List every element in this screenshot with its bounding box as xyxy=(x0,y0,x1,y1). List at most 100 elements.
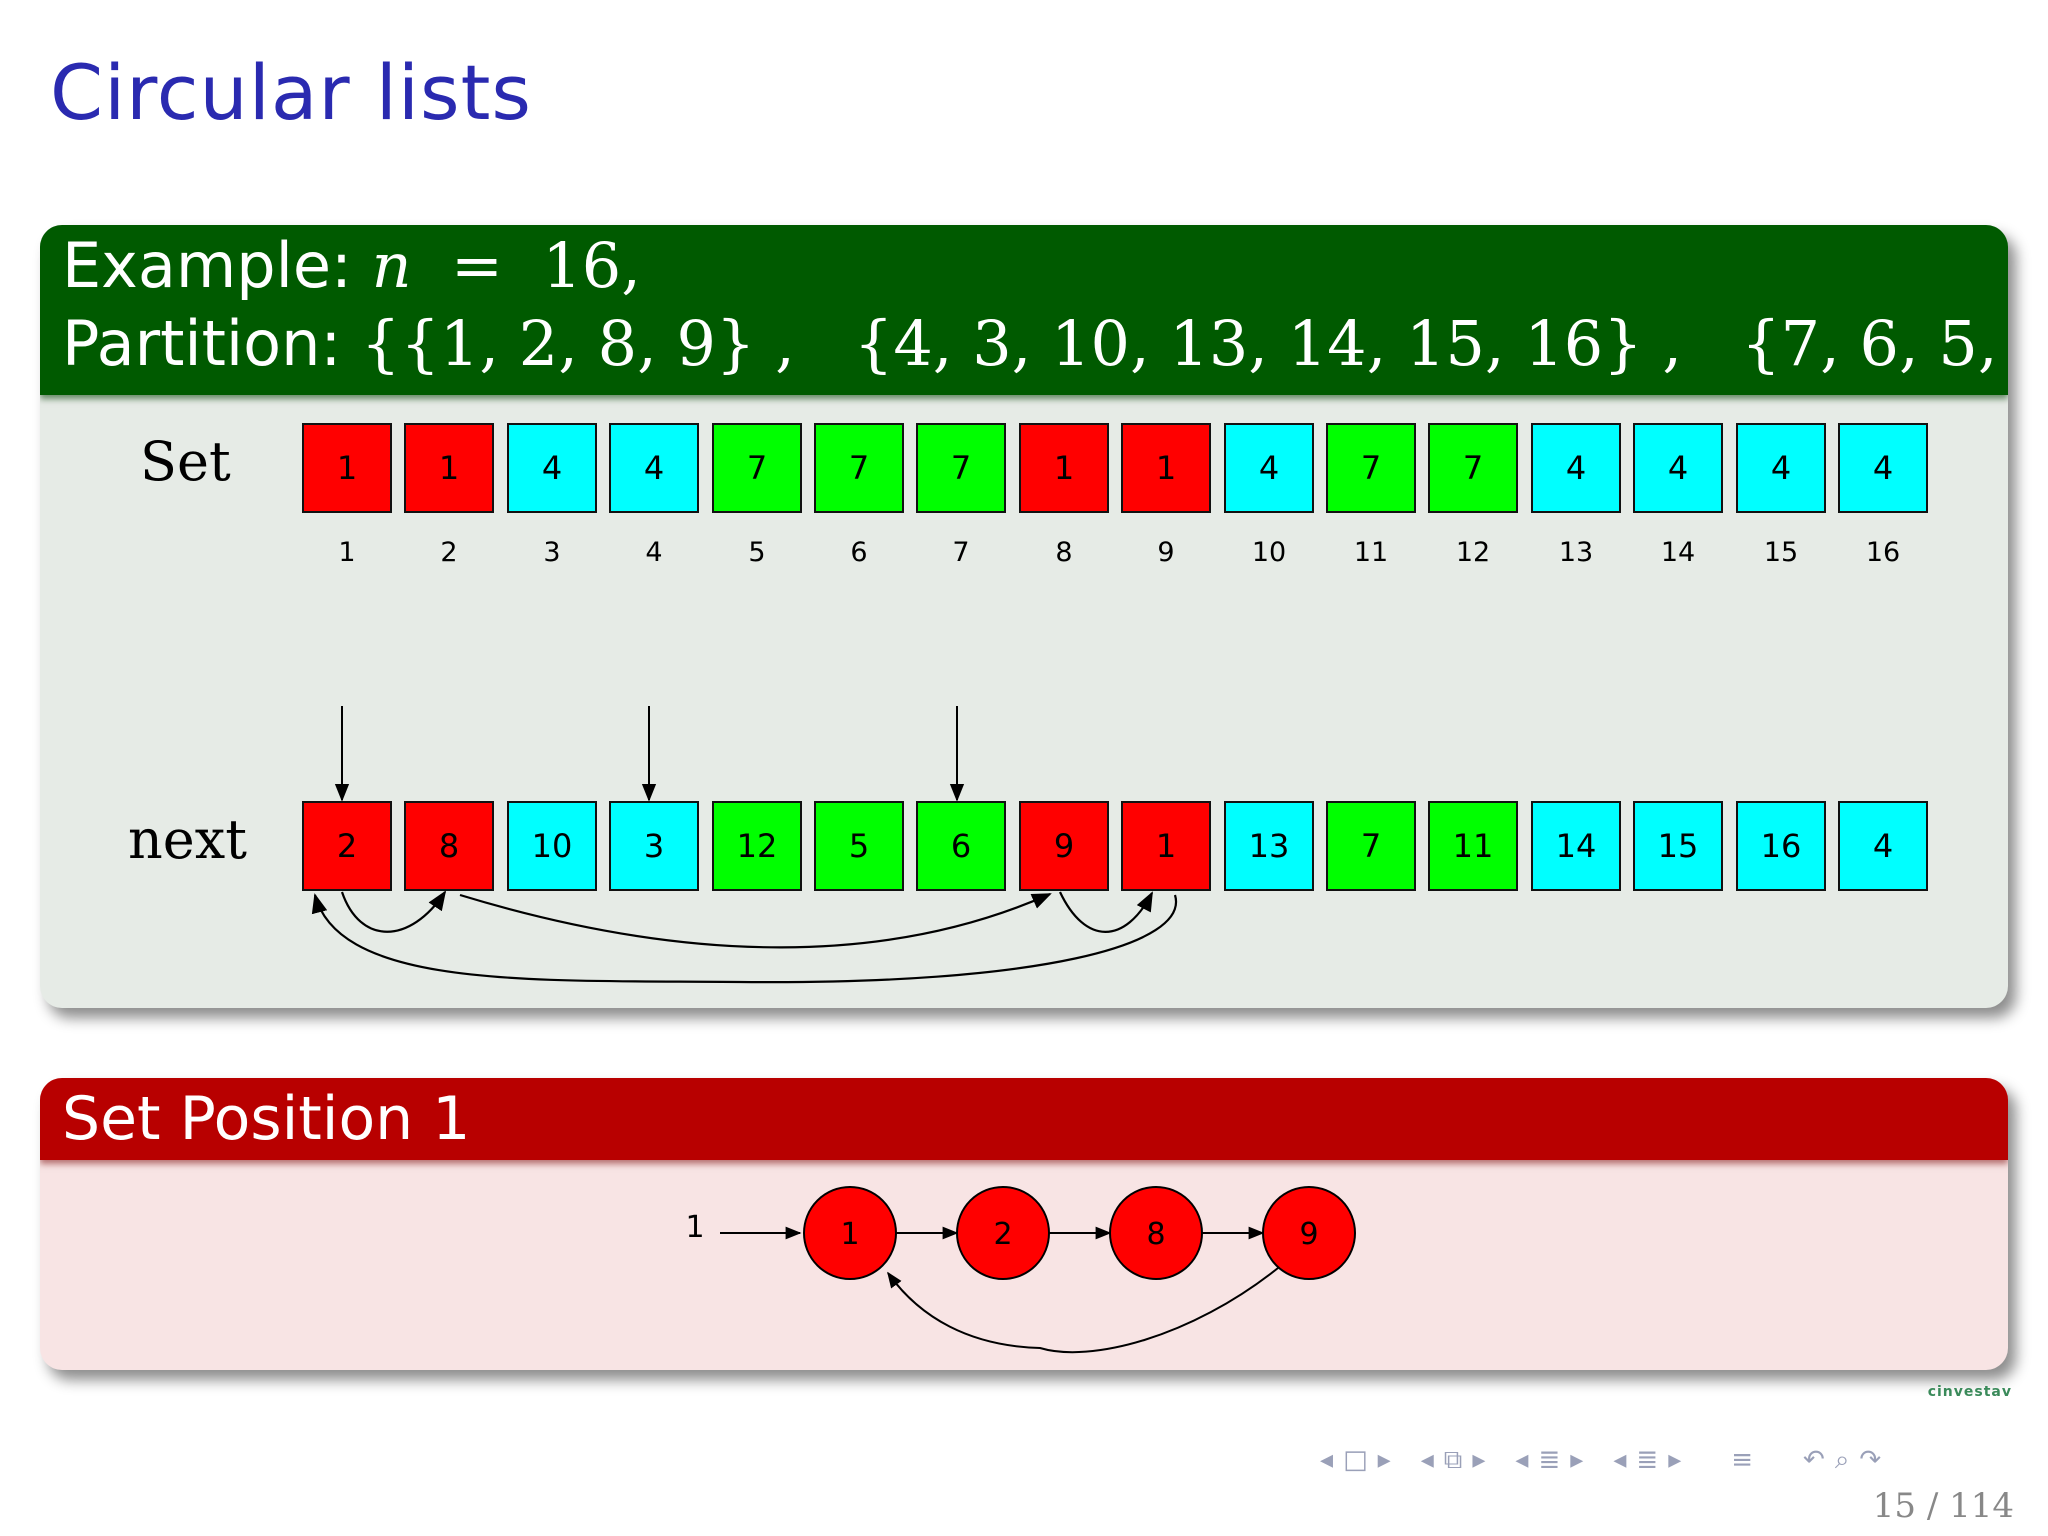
list-node-label: 9 xyxy=(1299,1217,1318,1252)
set-cell: 7 xyxy=(1326,423,1416,513)
slide-title: Circular lists xyxy=(50,48,533,137)
example-prefix: Example: xyxy=(62,229,352,302)
subsection-icon[interactable]: ≣ xyxy=(1636,1445,1659,1475)
example-line: Example: n = 16, xyxy=(62,229,641,302)
n-expression: n = 16, xyxy=(372,229,641,302)
index-label: 7 xyxy=(952,537,970,568)
set-cell: 4 xyxy=(1736,423,1826,513)
partition-prefix: Partition: xyxy=(62,307,342,380)
page-number: 15 / 114 xyxy=(1873,1486,2014,1526)
next-cell: 3 xyxy=(609,801,699,891)
list-node xyxy=(1262,1186,1356,1280)
page-current: 15 xyxy=(1872,1486,1916,1526)
section-icon[interactable]: ≣ xyxy=(1538,1445,1561,1475)
set-row-label: Set xyxy=(140,430,231,493)
set-cell: 1 xyxy=(302,423,392,513)
set-cell: 4 xyxy=(609,423,699,513)
set-cell: 1 xyxy=(404,423,494,513)
next-cell: 6 xyxy=(916,801,1006,891)
index-label: 11 xyxy=(1353,537,1389,568)
align-icon[interactable]: ≡ xyxy=(1731,1445,1754,1475)
frames-icon[interactable]: ⧉ xyxy=(1443,1444,1463,1475)
index-label: 2 xyxy=(440,537,458,568)
search-icon[interactable]: ⌕ xyxy=(1834,1444,1850,1475)
example-block: Example: n = 16, Partition: {{1, 2, 8, 9… xyxy=(40,225,2008,1008)
set-cell: 4 xyxy=(1633,423,1723,513)
next-cell: 12 xyxy=(712,801,802,891)
link-arrow-1-to-2 xyxy=(340,890,447,933)
index-label: 16 xyxy=(1865,537,1901,568)
set-position-header: Set Position 1 xyxy=(40,1078,2008,1160)
next-cell: 15 xyxy=(1633,801,1723,891)
link-arrow-9-to-1 xyxy=(311,893,1178,984)
set-position-title: Set Position 1 xyxy=(62,1084,471,1154)
partition-line: Partition: {{1, 2, 8, 9} , {4, 3, 10, 13… xyxy=(62,307,2008,380)
arrow-right-icon[interactable]: ▸ xyxy=(1570,1445,1584,1475)
set-cell: 4 xyxy=(1838,423,1928,513)
arrow-left-icon[interactable]: ◂ xyxy=(1420,1445,1434,1475)
set-cell: 1 xyxy=(1121,423,1211,513)
circular-list-diagram: 1 1 2 8 9 xyxy=(685,1186,1356,1354)
arrow-left-icon[interactable]: ◂ xyxy=(1515,1445,1529,1475)
set-cell: 1 xyxy=(1019,423,1109,513)
index-label: 1 xyxy=(338,537,356,568)
partition-sets: {{1, 2, 8, 9} , {4, 3, 10, 13, 14, 15, 1… xyxy=(361,307,2008,380)
example-block-header: Example: n = 16, Partition: {{1, 2, 8, 9… xyxy=(40,225,2008,395)
set-cell: 4 xyxy=(1224,423,1314,513)
set-cell: 7 xyxy=(712,423,802,513)
n-variable: n xyxy=(371,229,412,302)
index-label: 9 xyxy=(1157,537,1175,568)
set-cell: 7 xyxy=(1428,423,1518,513)
page-total: 114 xyxy=(1949,1486,2014,1526)
index-label: 13 xyxy=(1558,537,1594,568)
arrow-left-icon[interactable]: ◂ xyxy=(1613,1445,1627,1475)
next-cell: 2 xyxy=(302,801,392,891)
index-label: 3 xyxy=(543,537,561,568)
arrow-right-icon[interactable]: ▸ xyxy=(1668,1445,1682,1475)
arrow-left-icon[interactable]: ◂ xyxy=(1320,1445,1334,1475)
undo-icon[interactable]: ↶ xyxy=(1803,1445,1825,1475)
next-cell: 11 xyxy=(1428,801,1518,891)
arrow-right-icon[interactable]: ▸ xyxy=(1472,1445,1486,1475)
list-node-label: 1 xyxy=(840,1217,859,1252)
index-label: 4 xyxy=(645,537,663,568)
next-cell: 13 xyxy=(1224,801,1314,891)
list-node-label: 8 xyxy=(1146,1217,1165,1252)
next-cell: 9 xyxy=(1019,801,1109,891)
list-nodes: 1 2 8 9 xyxy=(803,1186,1356,1280)
index-label: 6 xyxy=(850,537,868,568)
list-node-label: 2 xyxy=(993,1217,1012,1252)
link-arrow-2-to-8 xyxy=(459,892,1052,949)
next-cell: 14 xyxy=(1531,801,1621,891)
wrap-around-arrow xyxy=(887,1267,1279,1354)
next-cell: 1 xyxy=(1121,801,1211,891)
next-cell: 16 xyxy=(1736,801,1826,891)
next-row-label: next xyxy=(128,808,247,871)
beamer-navigation: ◂ □ ▸ ◂ ⧉ ▸ ◂ ≣ ▸ ◂ ≣ ▸ ≡ ↶ ⌕ ↷ xyxy=(1320,1440,2040,1480)
next-cell: 7 xyxy=(1326,801,1416,891)
index-label: 10 xyxy=(1251,537,1287,568)
set-cell: 4 xyxy=(507,423,597,513)
next-cell: 10 xyxy=(507,801,597,891)
set-cell: 7 xyxy=(916,423,1006,513)
entry-label: 1 xyxy=(685,1210,704,1245)
n-equals: = xyxy=(450,229,503,302)
institution-logo: cinvestav xyxy=(1927,1384,2012,1400)
index-label: 12 xyxy=(1455,537,1491,568)
index-label: 15 xyxy=(1763,537,1799,568)
redo-icon[interactable]: ↷ xyxy=(1859,1445,1882,1475)
index-label: 14 xyxy=(1660,537,1696,568)
frame-icon[interactable]: □ xyxy=(1343,1445,1368,1475)
page-separator: / xyxy=(1926,1486,1939,1526)
next-cell: 4 xyxy=(1838,801,1928,891)
n-value: 16, xyxy=(542,229,641,302)
pointer-arrows xyxy=(311,706,1178,984)
set-cell: 7 xyxy=(814,423,904,513)
next-cell: 8 xyxy=(404,801,494,891)
set-cell: 4 xyxy=(1531,423,1621,513)
index-label: 8 xyxy=(1055,537,1073,568)
link-arrow-8-to-9 xyxy=(1059,891,1153,933)
next-cell: 5 xyxy=(814,801,904,891)
arrow-right-icon[interactable]: ▸ xyxy=(1377,1445,1391,1475)
index-label: 5 xyxy=(748,537,766,568)
